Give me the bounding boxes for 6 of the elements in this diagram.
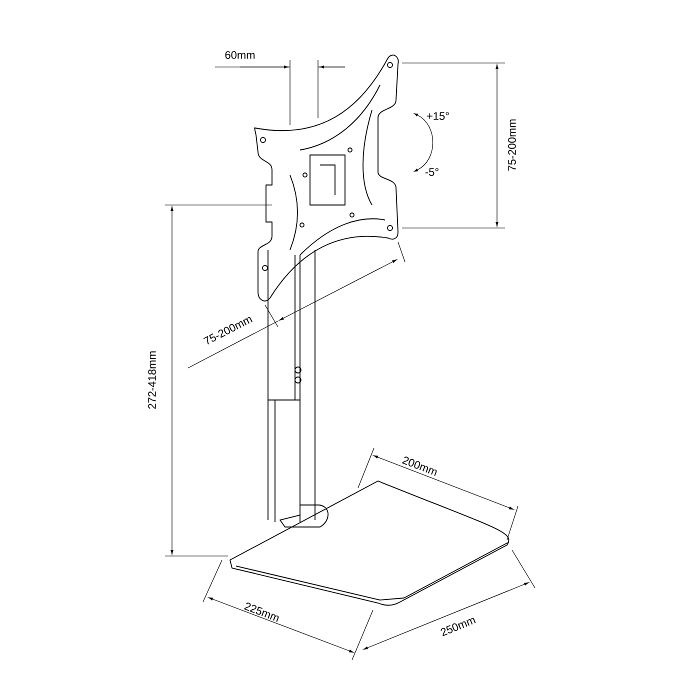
dimension-label: 60mm [225,51,255,59]
dimension-label: 75-200mm [508,119,516,171]
dimension-label: 272-418mm [148,351,156,409]
dimension-label: -5° [425,168,438,176]
dimension-label: +15° [427,112,449,120]
dimension-label: 250mm [440,618,476,636]
